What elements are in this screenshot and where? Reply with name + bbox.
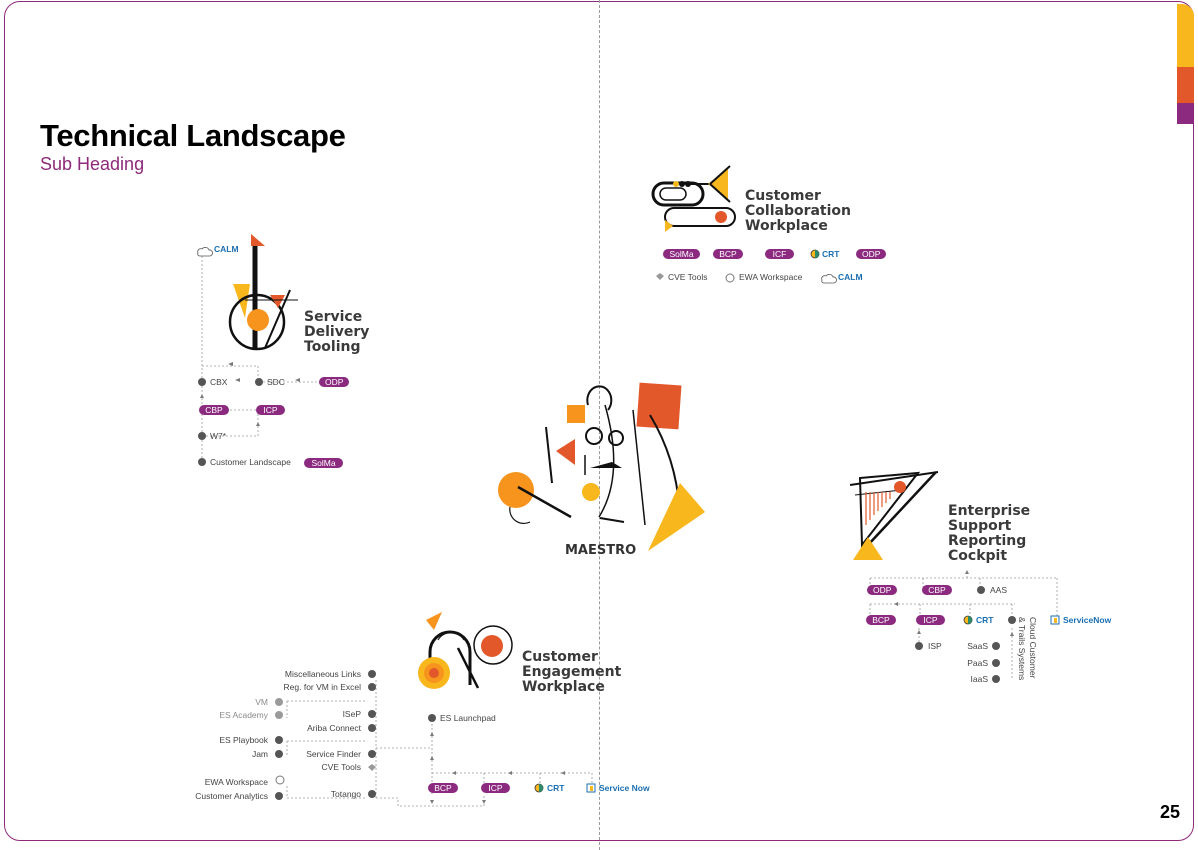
esrc-pill-cbp[interactable]: CBP bbox=[922, 585, 952, 595]
cew-misc-links-dot bbox=[368, 670, 376, 678]
tab-marker-purple bbox=[1177, 103, 1194, 124]
sdt-pill-solma[interactable]: SolMa bbox=[304, 458, 343, 468]
esrc-cloud-dot bbox=[1008, 616, 1016, 624]
esrc-iaas[interactable]: IaaS bbox=[970, 674, 989, 684]
cew-es-academy-dot bbox=[275, 711, 283, 719]
ccw-pill-solma[interactable]: SolMa bbox=[663, 249, 700, 259]
sdt-w7[interactable]: W7* bbox=[210, 431, 227, 441]
cew-es-academy[interactable]: ES Academy bbox=[219, 710, 268, 720]
small-icons bbox=[197, 246, 1060, 793]
sdt-cbx[interactable]: CBX bbox=[210, 377, 228, 387]
esrc-pill-odp[interactable]: ODP bbox=[867, 585, 897, 595]
tab-marker-yellow bbox=[1177, 4, 1194, 67]
cew-crt-link[interactable]: CRT bbox=[547, 783, 565, 793]
ccw-cve-tools[interactable]: CVE Tools bbox=[668, 272, 708, 282]
sdt-calm-link[interactable]: CALM bbox=[214, 244, 239, 254]
cew-es-playbook[interactable]: ES Playbook bbox=[219, 735, 268, 745]
ccw-calm-link[interactable]: CALM bbox=[838, 272, 863, 282]
esrc-aas-dot bbox=[977, 586, 985, 594]
cew-service-finder[interactable]: Service Finder bbox=[306, 749, 361, 759]
sdt-sdc-dot bbox=[255, 378, 263, 386]
esrc-iaas-dot bbox=[992, 675, 1000, 683]
cew-title: Customer Engagement Workplace bbox=[522, 649, 622, 695]
cew-es-launchpad[interactable]: ES Launchpad bbox=[440, 713, 496, 723]
sdt-customer-landscape-dot bbox=[198, 458, 206, 466]
esrc-aas[interactable]: AAS bbox=[990, 585, 1008, 595]
ccw-illustration bbox=[651, 165, 736, 232]
cew-vm-dot bbox=[275, 698, 283, 706]
sdt-pill-cbp[interactable]: CBP bbox=[199, 405, 229, 415]
sdt-illustration bbox=[228, 234, 298, 351]
esrc-paas-dot bbox=[992, 659, 1000, 667]
cew-customer-analytics-dot bbox=[275, 792, 283, 800]
cew-customer-analytics[interactable]: Customer Analytics bbox=[195, 791, 268, 801]
esrc-pill-icp[interactable]: ICP bbox=[916, 615, 945, 625]
ccw-pill-icf[interactable]: ICF bbox=[765, 249, 794, 259]
cew-jam-dot bbox=[275, 750, 283, 758]
cew-illustration bbox=[418, 612, 513, 689]
cew-ariba-dot bbox=[368, 724, 376, 732]
ccw-title: Customer Collaboration Workplace bbox=[745, 188, 852, 234]
cew-pill-bcp[interactable]: BCP bbox=[428, 783, 458, 793]
cew-reg-vm[interactable]: Reg. for VM in Excel bbox=[283, 682, 361, 692]
sdt-title: Service Delivery Tooling bbox=[304, 309, 370, 355]
cew-vm[interactable]: VM bbox=[255, 697, 268, 707]
esrc-saas-dot bbox=[992, 642, 1000, 650]
ccw-crt-link[interactable]: CRT bbox=[822, 249, 840, 259]
cew-service-finder-dot bbox=[368, 750, 376, 758]
sdt-customer-landscape[interactable]: Customer Landscape bbox=[210, 457, 291, 467]
ccw-ewa-workspace[interactable]: EWA Workspace bbox=[739, 272, 803, 282]
sdt-cbx-dot bbox=[198, 378, 206, 386]
sdt-pill-odp[interactable]: ODP bbox=[319, 377, 349, 387]
cew-isep[interactable]: ISeP bbox=[342, 709, 361, 719]
cew-reg-vm-dot bbox=[368, 683, 376, 691]
cew-pill-icp[interactable]: ICP bbox=[481, 783, 510, 793]
cew-cve-tools[interactable]: CVE Tools bbox=[321, 762, 361, 772]
ccw-pill-bcp[interactable]: BCP bbox=[713, 249, 743, 259]
esrc-saas[interactable]: SaaS bbox=[967, 641, 988, 651]
page-subtitle: Sub Heading bbox=[40, 154, 145, 174]
maestro-illustration bbox=[498, 382, 705, 551]
center-divider bbox=[599, 0, 600, 850]
esrc-crt-link[interactable]: CRT bbox=[976, 615, 994, 625]
page-number: 25 bbox=[1159, 802, 1180, 822]
page-title: Technical Landscape bbox=[40, 118, 346, 153]
cew-ewa-workspace[interactable]: EWA Workspace bbox=[204, 777, 268, 787]
esrc-isp-dot bbox=[915, 642, 923, 650]
esrc-pill-bcp[interactable]: BCP bbox=[866, 615, 896, 625]
sdt-sdc[interactable]: SDC bbox=[267, 377, 285, 387]
esrc-cloud-customer: Cloud Customer bbox=[1028, 617, 1038, 679]
cew-totango-dot bbox=[368, 790, 376, 798]
cew-misc-links[interactable]: Miscellaneous Links bbox=[284, 669, 361, 679]
esrc-illustration bbox=[849, 471, 939, 560]
esrc-servicenow-link[interactable]: ServiceNow bbox=[1063, 615, 1112, 625]
cew-es-playbook-dot bbox=[275, 736, 283, 744]
cew-totango[interactable]: Totango bbox=[330, 789, 361, 799]
tab-marker-orange bbox=[1177, 67, 1194, 103]
sdt-pill-icp[interactable]: ICP bbox=[256, 405, 285, 415]
cew-es-launchpad-dot bbox=[428, 714, 436, 722]
esrc-title: Enterprise Support Reporting Cockpit bbox=[948, 503, 1031, 564]
cew-ariba[interactable]: Ariba Connect bbox=[307, 723, 361, 733]
esrc-isp[interactable]: ISP bbox=[928, 641, 942, 651]
esrc-trails-systems: & Trails Systems bbox=[1017, 617, 1027, 681]
cew-jam[interactable]: Jam bbox=[251, 749, 268, 759]
maestro-label: MAESTRO bbox=[565, 543, 637, 558]
cew-service-now-link[interactable]: Service Now bbox=[599, 783, 650, 793]
sdt-w7-dot bbox=[198, 432, 206, 440]
ccw-pill-odp[interactable]: ODP bbox=[856, 249, 886, 259]
esrc-paas[interactable]: PaaS bbox=[967, 658, 988, 668]
cew-isep-dot bbox=[368, 710, 376, 718]
